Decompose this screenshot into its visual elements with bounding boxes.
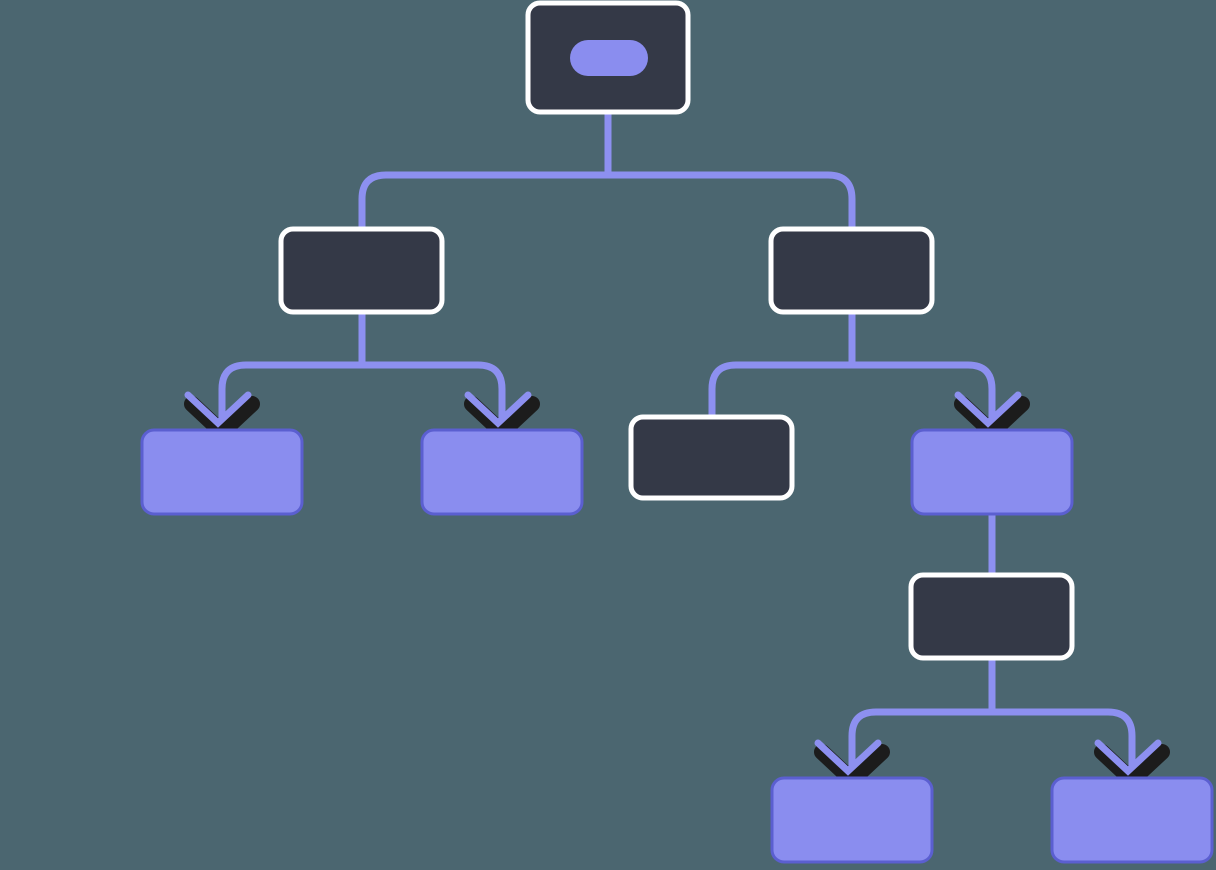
node-pill-indicator — [570, 40, 648, 76]
node-body — [628, 414, 795, 501]
node-body — [420, 428, 584, 516]
connector-edge-root-to-level1-right — [604, 112, 856, 229]
arrowhead-leaf-one-icon — [184, 391, 252, 428]
connector-edge-level1left-to-leaf-two — [358, 312, 506, 432]
node-level2-dark-node[interactable] — [628, 414, 795, 501]
arrowhead-highlight-layer — [184, 391, 1162, 776]
node-body — [770, 776, 934, 864]
node-body — [278, 226, 445, 315]
arrowhead-leaf-two-icon — [464, 391, 532, 428]
node-body — [1050, 776, 1214, 864]
connector-edge-level1right-to-branch-node — [848, 312, 996, 432]
node-level2-leaf-one[interactable] — [140, 428, 304, 516]
node-layer — [140, 0, 1214, 864]
arrowhead-leaf-four-icon — [1094, 739, 1162, 776]
node-body — [908, 572, 1075, 661]
node-level4-leaf-one[interactable] — [770, 776, 934, 864]
node-level4-leaf-two[interactable] — [1050, 776, 1214, 864]
node-level2-leaf-two[interactable] — [420, 428, 584, 516]
connector-edge-level3-to-leaf-two — [988, 658, 1136, 780]
arrowhead-branch-node-icon — [954, 391, 1022, 428]
arrowhead-leaf-three-icon — [814, 739, 882, 776]
node-level1-right-node[interactable] — [768, 226, 935, 315]
node-level3-dark-node[interactable] — [908, 572, 1075, 661]
node-level2-branch-node[interactable] — [910, 428, 1074, 516]
node-level1-left-node[interactable] — [278, 226, 445, 315]
node-root-node[interactable] — [525, 0, 691, 115]
node-body — [910, 428, 1074, 516]
node-body — [768, 226, 935, 315]
node-body — [140, 428, 304, 516]
